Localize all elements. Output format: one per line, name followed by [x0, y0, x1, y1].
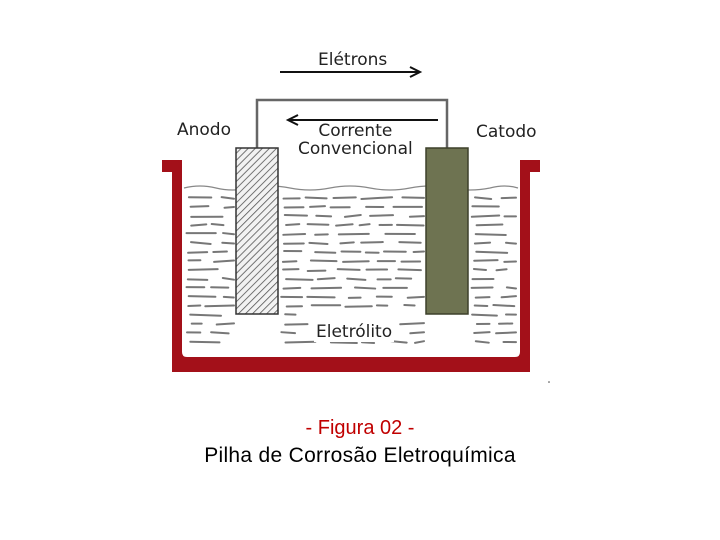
electrolyte-dash	[280, 331, 296, 335]
electrolyte-dash	[285, 278, 314, 281]
electrolyte-dash	[360, 241, 384, 244]
electrolyte-dash	[282, 233, 307, 236]
electrolyte-dash	[358, 223, 371, 227]
current-label-line1: Corrente	[318, 121, 393, 141]
electrolyte-dash	[369, 214, 394, 217]
electrolyte-dash	[346, 277, 367, 281]
electrolyte-dash	[339, 241, 355, 245]
electrolyte-dash	[308, 241, 329, 245]
electrolyte-dash	[505, 286, 517, 290]
electrolyte-dash	[187, 295, 217, 298]
electrolyte-dash	[223, 205, 235, 209]
electrolyte-dash	[332, 196, 357, 199]
corrosion-cell-diagram	[162, 66, 550, 383]
electrolyte-dashes	[185, 196, 517, 344]
electrolyte-dash	[316, 277, 336, 281]
electrolyte-dash	[222, 232, 235, 236]
electrons-arrow	[280, 66, 423, 78]
electrolyte-dash	[221, 277, 235, 281]
electrolyte-dash	[409, 331, 425, 335]
electrolyte-dash	[473, 331, 491, 334]
electrolyte-dash	[222, 295, 235, 299]
electrolyte-dash	[495, 268, 508, 272]
figure-number: - Figura 02 -	[305, 417, 415, 439]
electrolyte-dash	[189, 313, 222, 317]
electrolyte-dash	[210, 331, 230, 335]
figure-title: Pilha de Corrosão Eletroquímica	[204, 444, 516, 467]
cathode-label: Catodo	[476, 122, 537, 142]
electrolyte-dash	[284, 323, 309, 326]
electrolyte-dash	[190, 241, 212, 245]
electrolyte-dash	[495, 331, 517, 335]
electrolyte-dash	[282, 286, 302, 290]
electrolyte-dash	[186, 278, 209, 281]
electrolyte-dash	[354, 286, 377, 290]
electrolyte-dash	[306, 223, 330, 226]
electrolyte-dash	[398, 241, 422, 244]
electrolyte-dash	[285, 223, 301, 226]
electrolyte-label: Eletrólito	[314, 322, 395, 342]
electrolyte-dash	[304, 196, 328, 200]
anode-electrode	[235, 147, 279, 315]
electrolyte-dash	[343, 214, 362, 218]
electrolyte-dash	[399, 322, 425, 326]
stray-dot	[548, 381, 550, 383]
current-label-line2: Convencional	[298, 139, 413, 159]
electrolyte-dash	[361, 341, 376, 344]
electrolyte-dash	[281, 260, 298, 263]
electrolyte-dash	[360, 196, 394, 200]
electrolyte-dash	[190, 223, 208, 227]
electrolyte-dash	[221, 241, 235, 245]
electrolyte-dash	[473, 241, 492, 245]
electrolyte-dash	[414, 340, 425, 344]
electrolyte-dash	[220, 196, 235, 200]
electrolyte-dash	[472, 268, 487, 271]
electrolyte-dash	[314, 251, 337, 254]
electrolyte-dash	[315, 214, 333, 218]
electrons-label: Elétrons	[318, 50, 388, 70]
electrolyte-dash	[189, 340, 221, 344]
electrolyte-surface	[183, 185, 519, 191]
current-arrow	[285, 114, 438, 126]
electrolyte-dash	[473, 259, 499, 262]
electrolyte-dash	[187, 268, 219, 271]
electrolyte-dash	[475, 250, 509, 254]
electrolyte-dash	[284, 340, 317, 344]
electrolyte-dash	[309, 205, 326, 208]
electrolyte-dash	[210, 223, 225, 227]
electrolyte-dash	[408, 215, 425, 218]
electrolyte-dash	[406, 295, 425, 299]
electrolyte-dash	[336, 268, 361, 271]
electrolyte-dash	[329, 341, 358, 344]
external-wire	[255, 98, 449, 148]
electrolyte-dash	[189, 205, 210, 208]
cathode-electrode	[425, 147, 469, 315]
electrolyte-dash	[396, 223, 425, 227]
electrolyte-dash	[187, 304, 202, 308]
electrolyte-dash	[397, 268, 422, 272]
electrolyte-dash	[213, 259, 235, 263]
electrolyte-dash	[204, 304, 235, 308]
electrolyte-dash	[187, 251, 209, 254]
electrolyte-dash	[342, 260, 370, 263]
electrolyte-dash	[309, 259, 338, 263]
electrolyte-dash	[310, 286, 343, 290]
electrolyte-dash	[474, 340, 490, 344]
anode-label: Anodo	[177, 120, 231, 140]
electrolyte-dash	[492, 304, 516, 308]
electrolyte-dash	[306, 295, 336, 299]
electrolyte-dash	[283, 214, 308, 217]
electrolyte-dash	[471, 313, 498, 317]
electrolyte-dash	[470, 214, 501, 218]
electrolyte-dash	[412, 250, 425, 253]
electrolyte-dash	[505, 241, 517, 245]
electrolyte-dash	[215, 322, 235, 326]
electrolyte-dash	[475, 223, 504, 227]
electrolyte-dash	[474, 233, 507, 236]
electrolyte-dash	[335, 223, 354, 227]
electrolyte-dash	[474, 196, 493, 200]
conventional-current-label: Corrente Convencional	[298, 122, 413, 158]
electrolyte-dash	[500, 295, 517, 299]
